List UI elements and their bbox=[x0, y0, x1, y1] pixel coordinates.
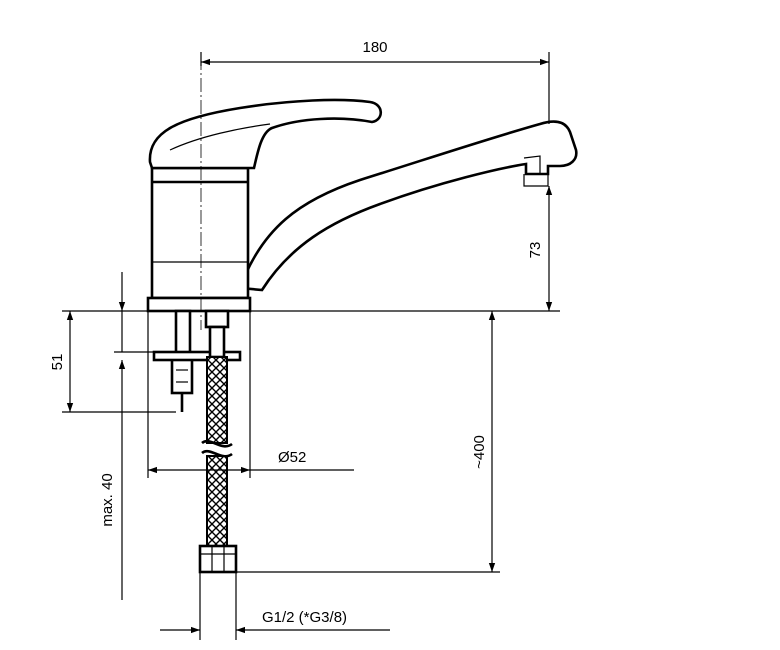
dim-stud: 51 bbox=[49, 310, 176, 413]
dim-width: 180 bbox=[200, 39, 550, 124]
dim-hose-length: ~400 bbox=[236, 311, 500, 573]
dim-spout-height-label: 73 bbox=[527, 242, 544, 259]
dim-spout-height: 73 bbox=[249, 186, 560, 312]
aerator bbox=[523, 166, 549, 187]
dim-max-thickness: max. 40 bbox=[99, 272, 154, 600]
dim-thread: G1/2 (*G3/8) bbox=[160, 572, 390, 640]
spout bbox=[238, 120, 578, 292]
dim-base-diameter: Ø52 bbox=[147, 311, 354, 478]
dim-stud-label: 51 bbox=[49, 354, 66, 371]
dim-hose-length-label: ~400 bbox=[471, 435, 488, 469]
body-cylinder bbox=[150, 166, 250, 300]
lever-handle bbox=[148, 98, 383, 170]
dim-base-diameter-label: Ø52 bbox=[278, 449, 306, 466]
faucet-body bbox=[146, 98, 578, 313]
dim-max-thickness-label: max. 40 bbox=[99, 473, 116, 526]
mounting-stud bbox=[152, 309, 242, 412]
dim-width-label: 180 bbox=[362, 39, 387, 56]
base-ring bbox=[146, 296, 252, 313]
supply-hose bbox=[198, 309, 238, 574]
dim-thread-label: G1/2 (*G3/8) bbox=[262, 609, 347, 626]
